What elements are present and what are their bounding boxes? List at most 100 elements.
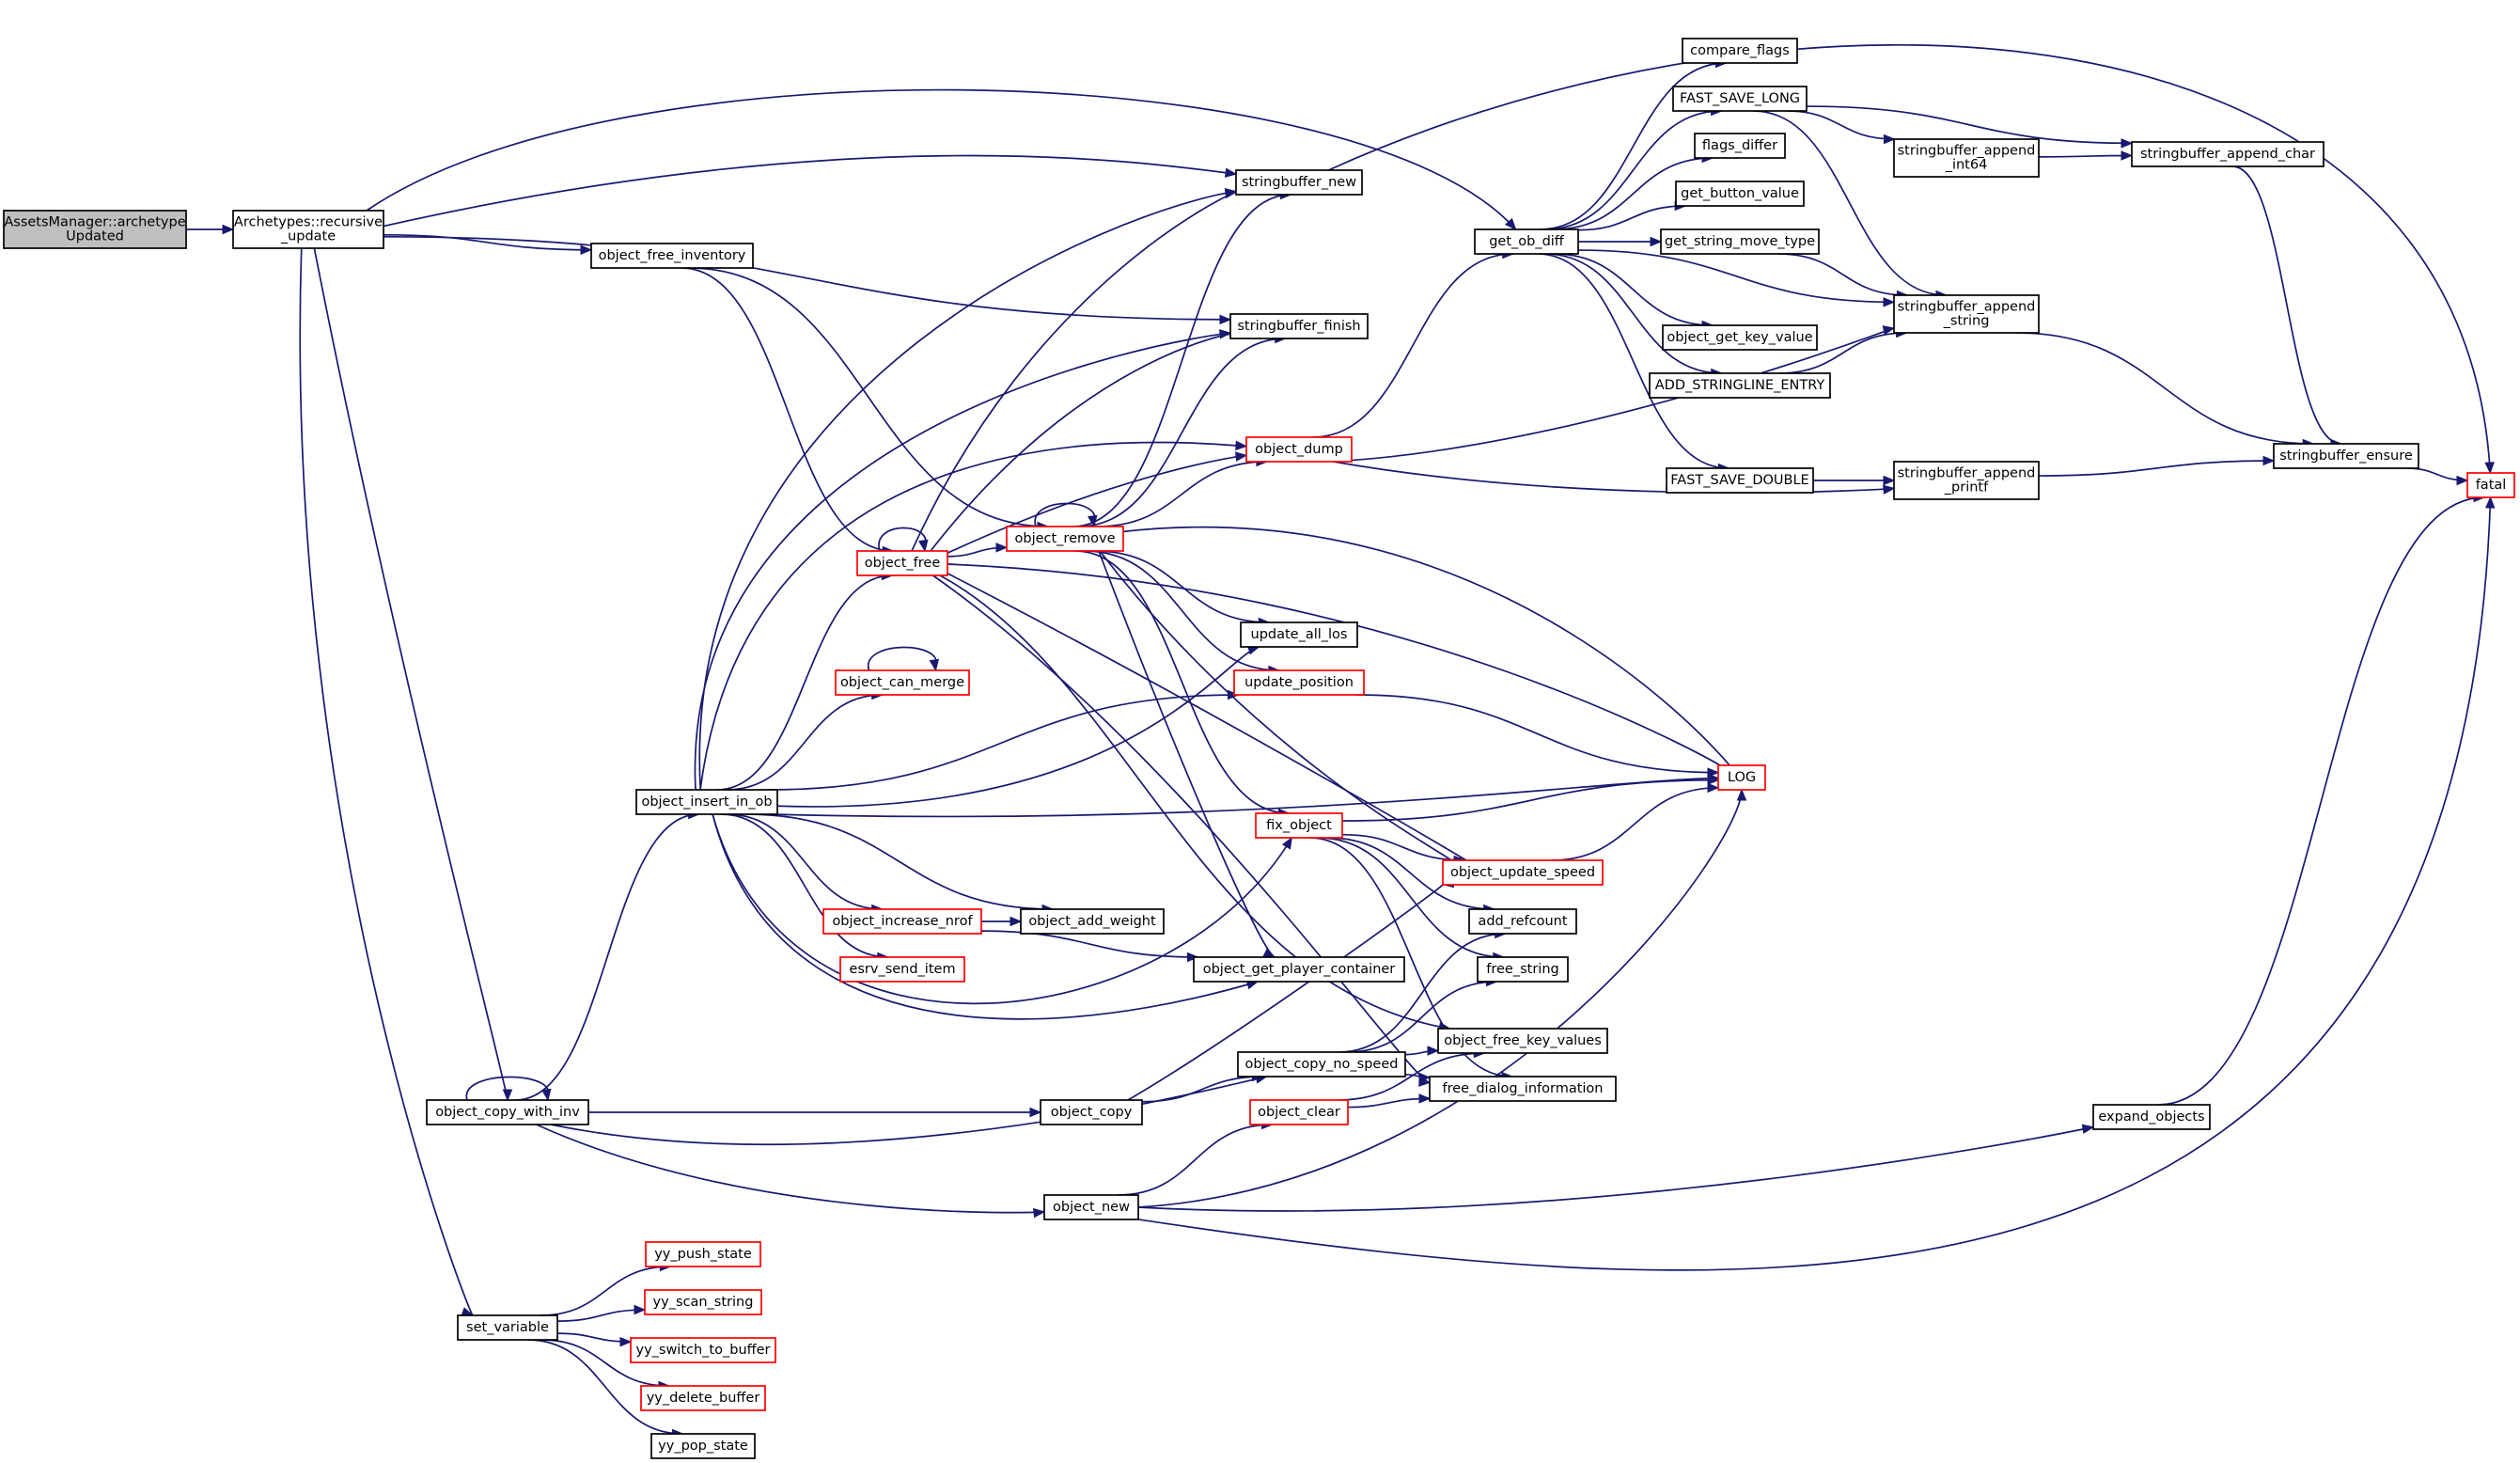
edge-line [1778,332,1907,374]
function-node-stringbuffer-append-string[interactable]: stringbuffer_append_string [1893,294,2040,334]
edge-line [1337,1052,1485,1101]
function-node-object-dump[interactable]: object_dump [1245,436,1353,463]
function-node-yy-pop-state[interactable]: yy_pop_state [650,1433,756,1459]
edge-line [1577,249,1895,304]
function-node-free-string[interactable]: free_string [1477,956,1569,983]
function-node-object-free[interactable]: object_free [856,550,948,576]
function-node-free-dialog-information[interactable]: free_dialog_information [1429,1076,1617,1102]
edge-line [1097,461,1267,527]
arrowhead-icon [1010,916,1023,927]
function-node-object-insert-in-ob[interactable]: object_insert_in_ob [635,789,778,815]
function-node-object-increase-nrof[interactable]: object_increase_nrof [822,908,982,935]
node-box [1437,1028,1608,1054]
function-node-add-stringline-entry[interactable]: ADD_STRINGLINE_ENTRY [1649,372,1831,399]
function-node-yy-delete-buffer[interactable]: yy_delete_buffer [640,1385,766,1411]
call-edge-object_insert_in_ob-to-object_get_player_container [712,813,1260,1020]
call-edge-get_ob_diff-to-fast_save_long [1544,105,1723,230]
node-label: object_copy_no_speed [1245,1057,1399,1072]
function-node-object-can-merge[interactable]: object_can_merge [835,669,970,696]
function-node-update-all-los[interactable]: update_all_los [1240,621,1358,648]
function-node-esrv-send-item[interactable]: esrv_send_item [839,956,965,983]
edge-line [2038,154,2133,158]
function-node-log[interactable]: LOG [1717,764,1766,791]
function-node-get-ob-diff[interactable]: get_ob_diff [1474,228,1579,255]
node-label: free_dialog_information [1443,1081,1604,1096]
arrowhead-icon [1427,1046,1440,1056]
function-node-object-copy-with-inv[interactable]: object_copy_with_inv [426,1099,589,1125]
function-node-fix-object[interactable]: fix_object [1255,812,1343,839]
node-box [1006,526,1124,552]
node-label: object_free_inventory [599,248,746,263]
function-node-compare-flags[interactable]: compare_flags [1682,38,1798,64]
function-node-stringbuffer-finish[interactable]: stringbuffer_finish [1229,313,1369,339]
function-node-object-get-key-value[interactable]: object_get_key_value [1662,324,1818,351]
node-box [1245,436,1353,463]
function-node-recursive-update[interactable]: Archetypes::recursive_update [232,210,384,249]
call-edge-object_free-to-stringbuffer_finish [930,327,1243,552]
call-edge-object_insert_in_ob-to-object_increase_nrof [727,813,884,915]
edge-line [1118,1124,1273,1196]
function-node-object-free-key-values[interactable]: object_free_key_values [1437,1028,1608,1054]
function-node-object-update-speed[interactable]: object_update_speed [1442,859,1604,886]
node-label: ADD_STRINGLINE_ENTRY [1655,378,1825,393]
node-label: expand_objects [2098,1109,2204,1125]
node-label: free_string [1486,962,1558,977]
function-node-stringbuffer-append-printf[interactable]: stringbuffer_append_printf [1893,461,2040,500]
function-node-stringbuffer-append-int64[interactable]: stringbuffer_append_int64 [1893,138,2040,178]
arrowhead-icon [1224,167,1238,178]
node-label: object_free_key_values [1444,1033,1602,1048]
node-box [1468,908,1577,935]
node-box [2466,472,2515,498]
arrowhead-icon [502,1089,513,1102]
function-node-object-copy-no-speed[interactable]: object_copy_no_speed [1237,1051,1406,1078]
function-node-add-refcount[interactable]: add_refcount [1468,908,1577,935]
function-node-stringbuffer-new[interactable]: stringbuffer_new [1235,169,1363,196]
call-edge-get_string_move_type-to-stringbuffer_append_string [1777,253,1909,301]
node-box [1255,812,1343,839]
function-node-expand-objects[interactable]: expand_objects [2092,1104,2211,1130]
call-edge-object_insert_in_ob-to-esrv_send_item [721,813,890,963]
function-node-yy-scan-string[interactable]: yy_scan_string [644,1289,762,1315]
node-label: yy_switch_to_buffer [635,1343,770,1358]
edge-line [868,646,937,671]
function-node-fast-save-long[interactable]: FAST_SAVE_LONG [1672,86,1808,112]
function-node-stringbuffer-ensure[interactable]: stringbuffer_ensure [2273,443,2419,469]
edge-line [383,154,1237,228]
edge-line [1544,110,1722,230]
function-node-yy-switch-to-buffer[interactable]: yy_switch_to_buffer [630,1337,776,1363]
function-node-yy-push-state[interactable]: yy_push_state [645,1241,761,1267]
function-node-fatal[interactable]: fatal [2466,472,2515,498]
function-node-object-new[interactable]: object_new [1043,1194,1139,1220]
call-edge-fast_save_double-to-stringbuffer_append_printf [1813,475,1896,486]
call-edges [186,44,2496,1439]
function-node-object-copy[interactable]: object_copy [1040,1099,1143,1125]
function-node-stringbuffer-append-char[interactable]: stringbuffer_append_char [2131,141,2324,167]
node-label: _int64 [1945,158,1988,173]
function-node-set-variable[interactable]: set_variable [457,1314,558,1341]
node-box [1694,133,1786,159]
function-node-object-get-player-container[interactable]: object_get_player_container [1193,956,1405,983]
function-node-fast-save-double[interactable]: FAST_SAVE_DOUBLE [1666,467,1814,494]
function-node-get-button-value[interactable]: get_button_value [1675,181,1805,207]
edge-line [980,930,1198,958]
function-node-object-remove[interactable]: object_remove [1006,526,1124,552]
call-edge-object_free-to-object_remove [947,543,1009,558]
node-box [645,1241,761,1267]
function-node-update-position[interactable]: update_position [1233,669,1365,696]
node-label: get_button_value [1681,186,1799,201]
edge-line [1141,1076,1263,1103]
node-label: _string [1943,314,1990,329]
call-edge-object_copy_no_speed-to-free_dialog_information [1404,1072,1432,1083]
arrowhead-icon [1224,188,1238,198]
node-label: fix_object [1266,818,1332,833]
call-edge-object_can_merge-to-object_can_merge [868,646,940,672]
function-node-object-clear[interactable]: object_clear [1249,1099,1349,1125]
node-label: esrv_send_item [849,962,955,977]
edge-line [716,574,893,791]
function-node-object-free-inventory[interactable]: object_free_inventory [590,243,754,269]
call-edge-object_insert_in_ob-to-stringbuffer_new [698,188,1238,791]
function-node-get-string-move-type[interactable]: get_string_move_type [1660,228,1820,255]
call-edge-recursive_update-to-object_copy_with_inv [313,247,513,1102]
function-node-object-add-weight[interactable]: object_add_weight [1020,908,1165,935]
function-node-flags-differ[interactable]: flags_differ [1694,133,1786,159]
